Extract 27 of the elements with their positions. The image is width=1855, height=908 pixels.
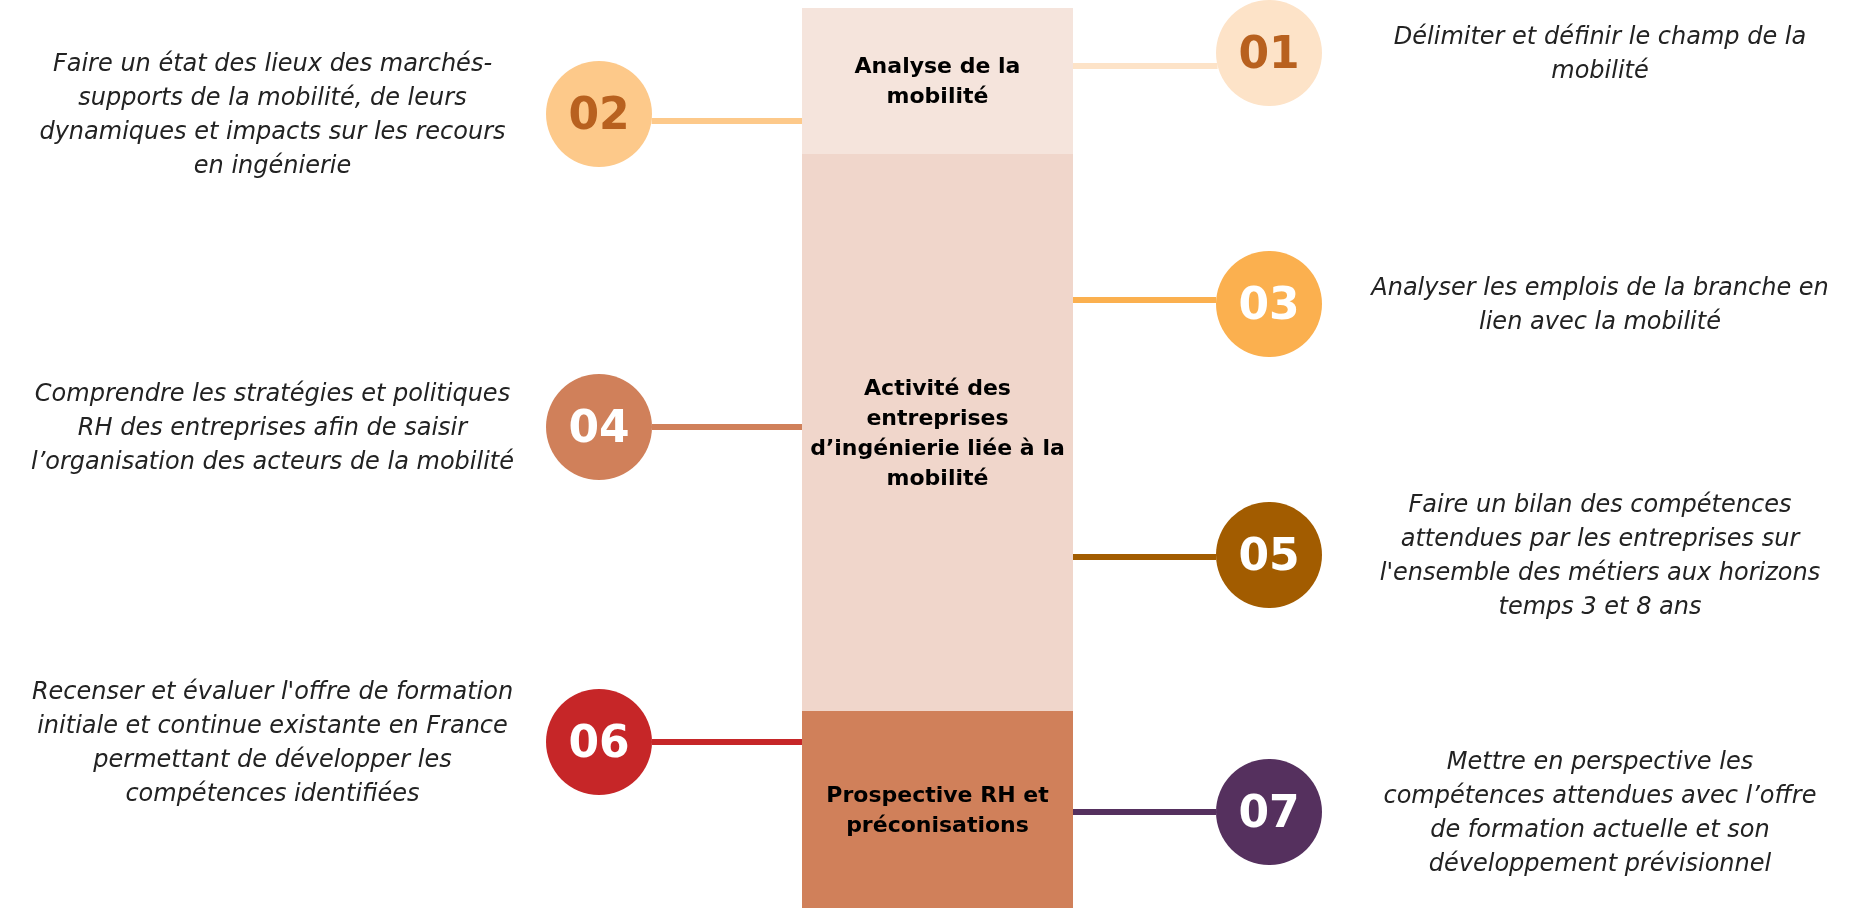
stage-title: Prospective RH et préconisations (825, 780, 1050, 839)
stage-band (802, 154, 1073, 711)
connector-line (651, 118, 802, 124)
connector-line (1073, 297, 1217, 303)
step-number: 04 (568, 400, 630, 454)
step-number: 02 (568, 87, 630, 141)
stage-title: Activité des entreprises d’ingénierie liée à la mobilité (810, 373, 1065, 492)
step-description: Délimiter et définir le champ de la mobilité (1392, 21, 1808, 86)
connector-line (652, 424, 802, 430)
connector-line (1073, 809, 1216, 815)
connector-line (1073, 63, 1218, 69)
step-description: Faire un bilan des compétences attendues par les entreprises sur l'ensemble des métiers aux horizons temps 3 et 8 ans (1378, 489, 1822, 622)
step-number: 01 (1238, 26, 1300, 80)
step-description: Recenser et évaluer l'offre de formation initiale et continue existante en France permettant de développer les compétences identifiées (30, 676, 515, 809)
stage-title: Analyse de la mobilité (853, 52, 1022, 110)
step-description: Faire un état des lieux des marchés-supports de la mobilité, de leurs dynamiques et impacts sur les recours en ingénierie (38, 48, 507, 181)
step-number: 03 (1238, 277, 1300, 331)
stage-band (802, 711, 1073, 908)
step-description: Analyser les emplois de la branche en lien avec la mobilité (1369, 272, 1830, 337)
connector-line (1073, 554, 1217, 560)
step-number: 05 (1238, 528, 1300, 582)
stage-band (802, 8, 1073, 154)
connector-line (652, 739, 802, 745)
step-number: 07 (1238, 785, 1300, 839)
step-number: 06 (568, 715, 630, 769)
step-description: Comprendre les stratégies et politiques RH des entreprises afin de saisir l’organisation des acteurs de la mobilité (30, 378, 515, 477)
step-description: Mettre en perspective les compétences attendues avec l’offre de formation actuelle et son développement prévisionnel (1382, 746, 1818, 879)
